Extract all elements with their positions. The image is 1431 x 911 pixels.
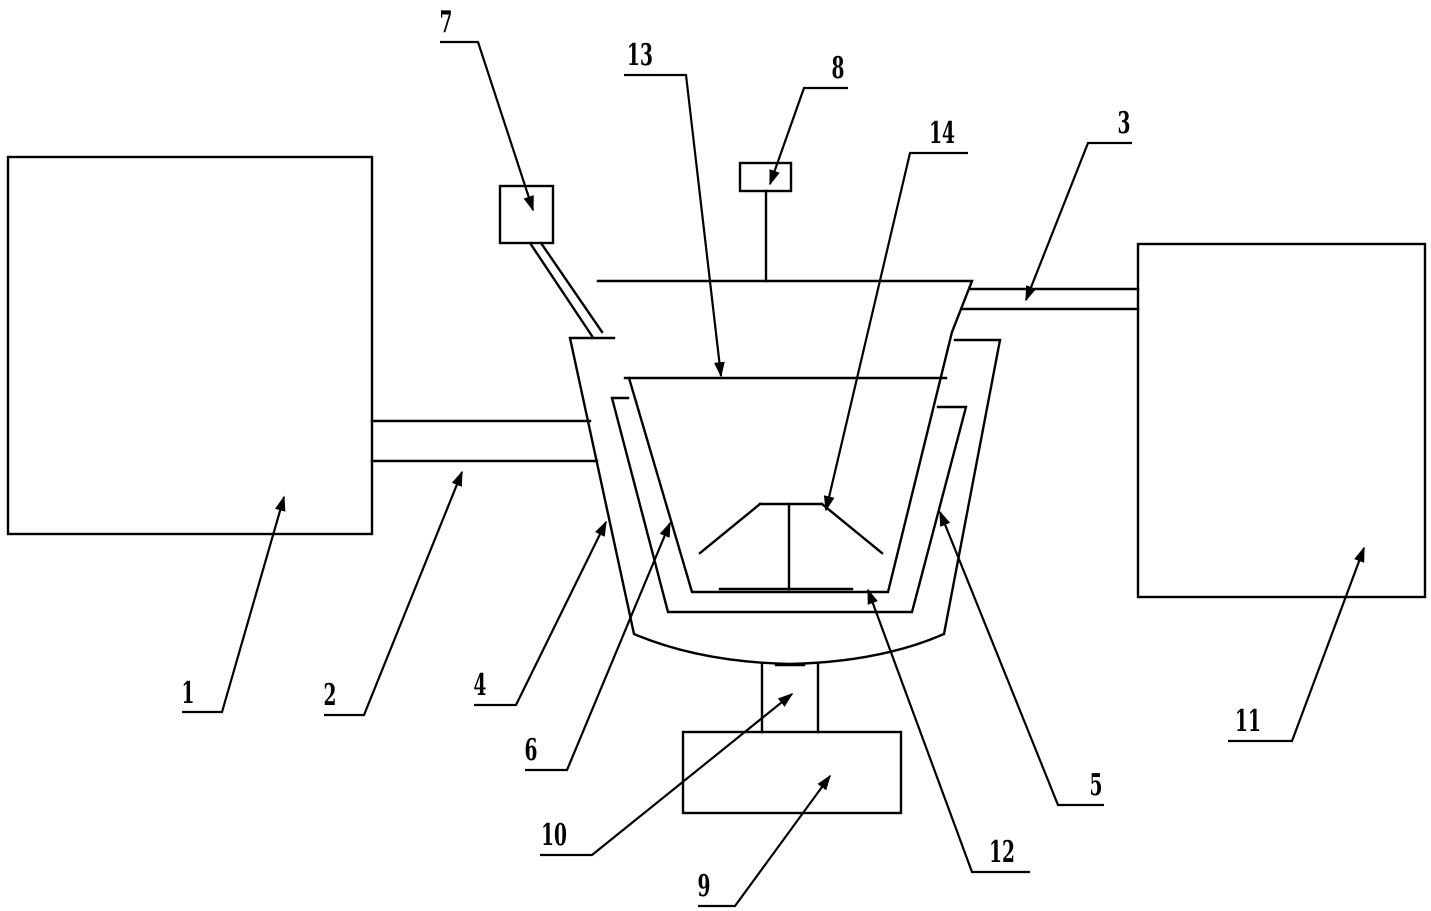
label-7: 7: [440, 4, 453, 39]
label-1: 1: [182, 675, 195, 710]
label-3: 3: [1118, 105, 1131, 140]
leader-11: [1228, 546, 1366, 743]
label-12: 12: [989, 834, 1015, 869]
label-13: 13: [627, 37, 653, 72]
label-9: 9: [698, 868, 711, 903]
pipe-3: [960, 287, 1140, 311]
inner-vessel-6: [596, 279, 974, 594]
component-8: [738, 161, 793, 283]
label-14: 14: [929, 115, 955, 150]
label-10: 10: [541, 817, 567, 852]
leader-3: [1024, 141, 1132, 302]
leader-2: [324, 470, 464, 717]
label-2: 2: [324, 677, 337, 712]
component-11-box: [1136, 242, 1427, 599]
shaft-10: [760, 661, 820, 734]
label-11: 11: [1235, 703, 1261, 738]
label-5: 5: [1090, 767, 1103, 802]
leader-5: [938, 510, 1104, 807]
label-4: 4: [474, 667, 487, 702]
leader-14: [823, 151, 968, 512]
leader-6: [525, 521, 672, 772]
pipe-2: [370, 419, 599, 463]
component-1-box: [6, 155, 374, 536]
label-8: 8: [832, 50, 845, 85]
component-9-motor: [681, 730, 903, 815]
agitator-14: [698, 502, 884, 591]
leader-1: [182, 495, 286, 714]
leader-8: [768, 86, 848, 186]
leader-13: [624, 73, 725, 378]
outer-vessel-4: [568, 336, 1002, 666]
leader-12: [866, 588, 1030, 874]
label-6: 6: [525, 732, 538, 767]
component-7: [498, 184, 604, 338]
leader-9: [698, 774, 831, 908]
jacket-wall-5: [610, 396, 968, 614]
leader-10: [540, 693, 794, 857]
leader-4: [474, 520, 607, 707]
leader-7: [440, 40, 535, 212]
